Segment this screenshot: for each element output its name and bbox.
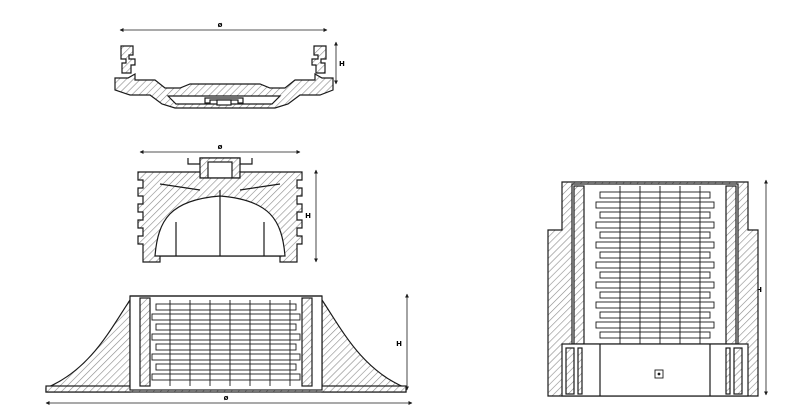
head-section: ø H xyxy=(137,143,318,263)
extension-section: H xyxy=(547,179,768,397)
head-diameter-label: ø xyxy=(218,143,223,151)
base-section: ø H xyxy=(45,293,413,405)
base-height-label: H xyxy=(396,340,402,348)
base-diameter-label: ø xyxy=(224,394,229,402)
cap-section: ø H xyxy=(114,21,345,109)
extension-height-label: H xyxy=(756,286,762,294)
head-height-label: H xyxy=(305,212,311,220)
cap-diameter-label: ø xyxy=(218,21,223,29)
latch-icon xyxy=(654,369,664,379)
cap-height-label: H xyxy=(339,60,345,68)
